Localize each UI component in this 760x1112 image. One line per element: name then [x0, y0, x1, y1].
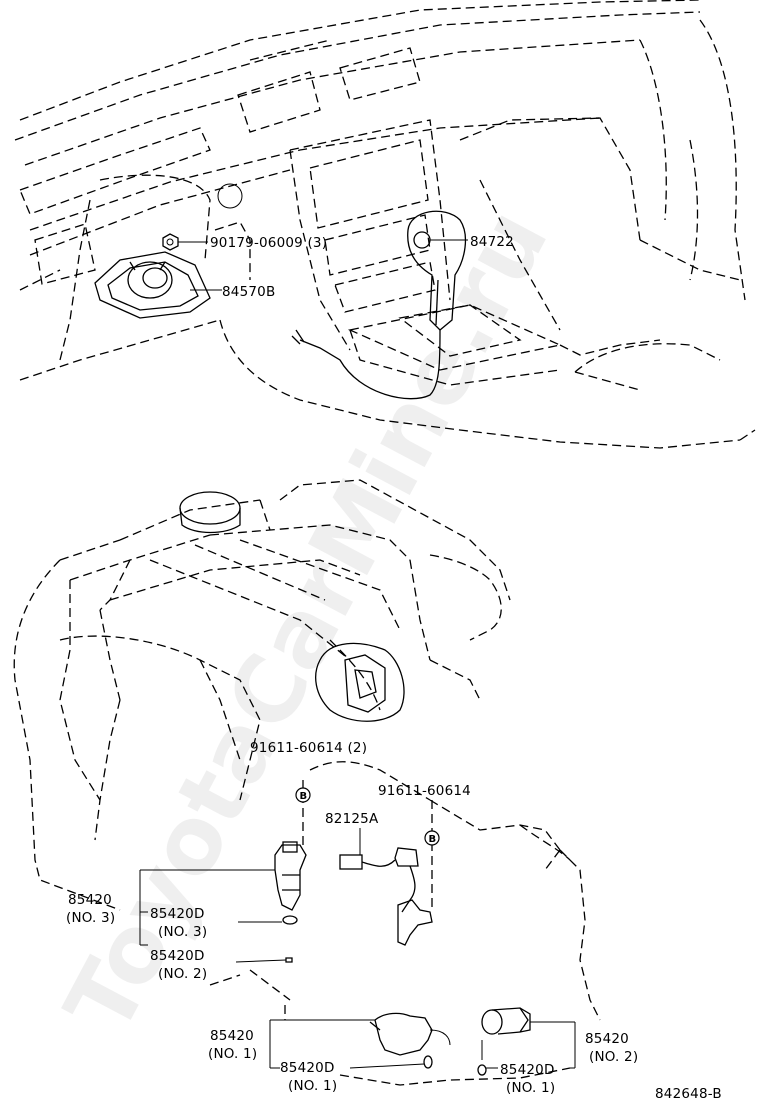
- bolt-part: [162, 233, 179, 251]
- switch-assembly-part: [94, 251, 211, 319]
- label-seal-no3-sub: (NO. 3): [158, 924, 207, 940]
- marker-b-2: B: [424, 830, 440, 846]
- injector-no1-part: [369, 1012, 451, 1069]
- engine-outline: [13, 479, 511, 911]
- label-injector-no1: 85420: [210, 1028, 254, 1044]
- label-injector-no3: 85420: [68, 892, 112, 908]
- label-switch-assy: 84570B: [222, 284, 275, 300]
- label-seal-no2-left-sub: (NO. 2): [158, 966, 207, 982]
- label-injector-no2-sub: (NO. 2): [589, 1049, 638, 1065]
- label-bolt-mid-b: 91611-60614: [378, 783, 471, 799]
- leader-lines-bottom: [139, 780, 576, 1069]
- label-seal-no3: 85420D: [150, 906, 205, 922]
- label-seal-no1-left-sub: (NO. 1): [288, 1078, 337, 1094]
- label-bolt-top: 90179-06009 (3): [210, 235, 327, 251]
- diagram-code: 842648-B: [655, 1086, 722, 1102]
- svg-text:B: B: [300, 791, 308, 802]
- label-seal-no1-right-sub: (NO. 1): [506, 1080, 555, 1096]
- svg-text:B: B: [429, 834, 437, 845]
- label-seal-no1-right: 85420D: [500, 1062, 555, 1078]
- fuel-rail-outline: [209, 761, 601, 1086]
- marker-b-1: B: [295, 787, 311, 803]
- sensor-harness-part: [339, 847, 433, 946]
- leader-lines-top: [178, 239, 468, 291]
- label-shift-switch: 84722: [470, 234, 514, 250]
- label-wire-harness: 82125A: [325, 811, 379, 827]
- dashboard-outline: [14, 0, 756, 449]
- watermark: ToyotaCarMine.ru: [45, 192, 569, 1050]
- injector-no3-part: [274, 841, 307, 963]
- label-bolt-mid-a: 91611-60614 (2): [250, 740, 367, 756]
- shift-switch-part: [291, 210, 467, 400]
- label-injector-no3-sub: (NO. 3): [66, 910, 115, 926]
- label-seal-no1-left: 85420D: [280, 1060, 335, 1076]
- label-injector-no2: 85420: [585, 1031, 629, 1047]
- label-injector-no1-sub: (NO. 1): [208, 1046, 257, 1062]
- label-seal-no2-left: 85420D: [150, 948, 205, 964]
